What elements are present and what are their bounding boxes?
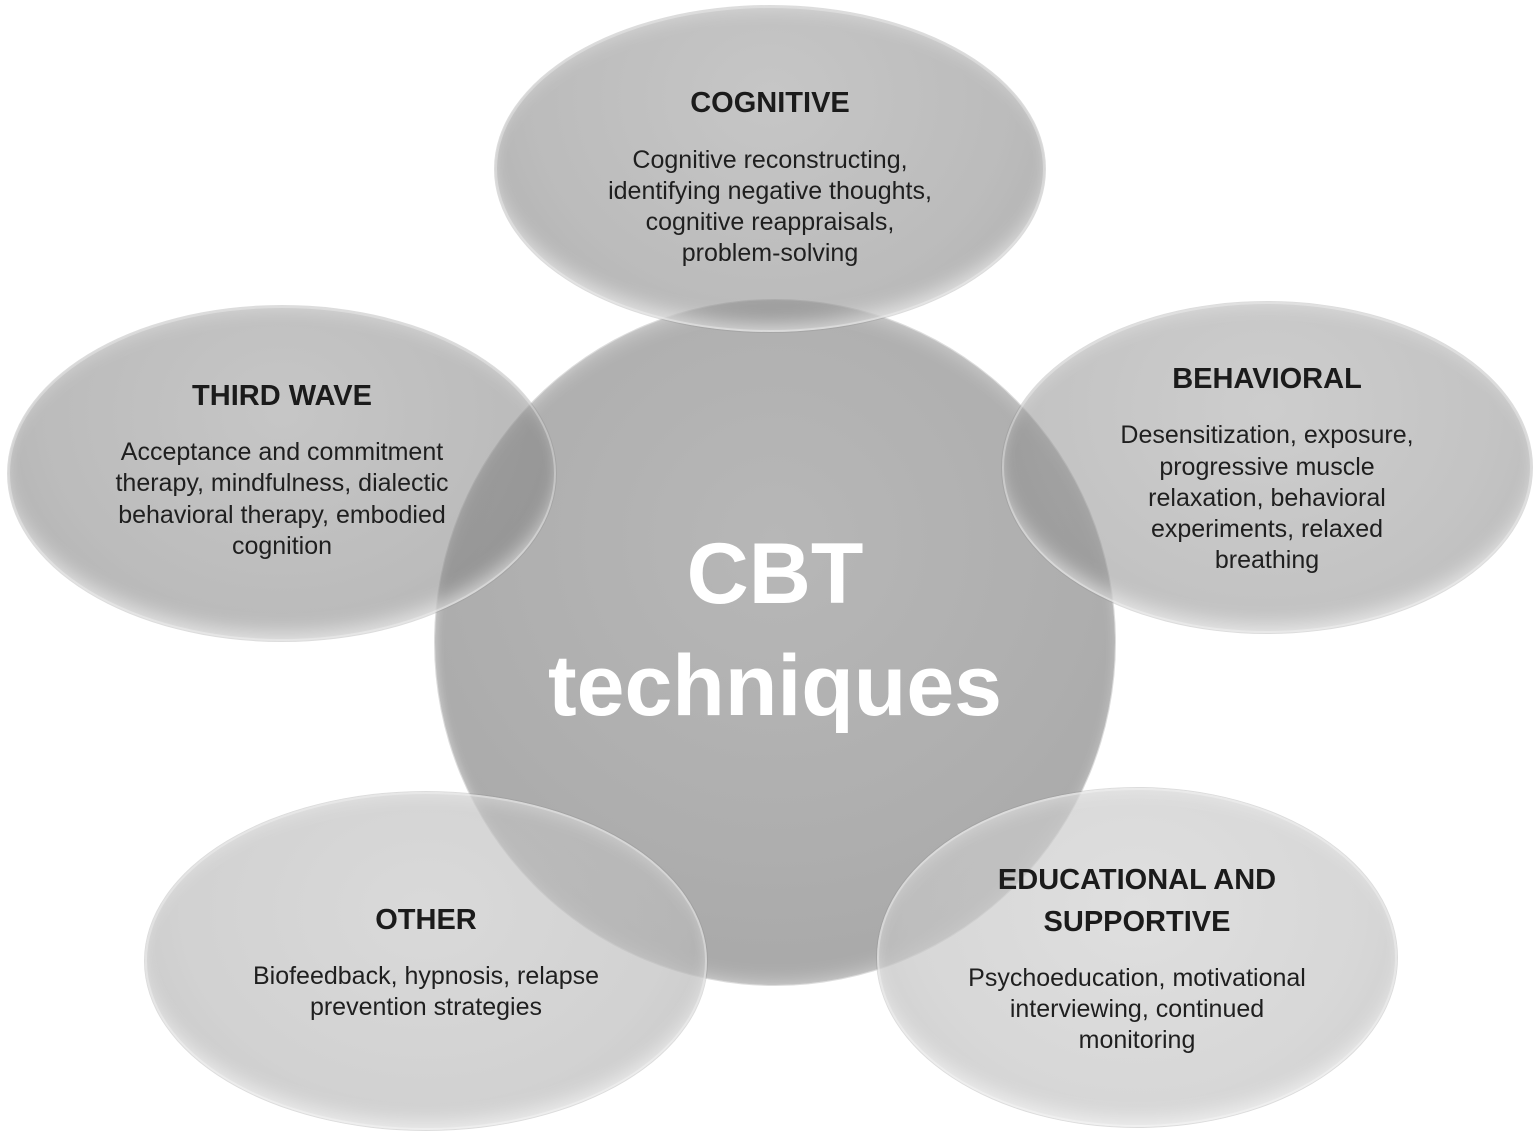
node-cognitive-body: Cognitive reconstructing, identifying ne… [608,145,932,268]
node-educational-supportive-body: Psychoeducation, motivational interviewi… [968,963,1306,1055]
node-third-wave: THIRD WAVE Acceptance and commitment the… [8,306,556,641]
node-behavioral-body: Desensitization, exposure, progressive m… [1120,421,1414,575]
node-educational-supportive-title: EDUCATIONAL AND SUPPORTIVE [997,863,1277,938]
node-cognitive-title: COGNITIVE [690,87,850,120]
node-other: OTHER Biofeedback, hypnosis, relapse pre… [145,792,707,1130]
node-third-wave-title: THIRD WAVE [192,379,372,412]
node-third-wave-body: Acceptance and commitment therapy, mindf… [115,438,449,560]
node-educational-supportive: EDUCATIONAL AND SUPPORTIVE Psychoeducati… [877,788,1397,1127]
center-title: CBT techniques [548,525,1002,734]
node-other-title: OTHER [375,903,477,936]
node-behavioral: BEHAVIORAL Desensitization, exposure, pr… [1002,302,1532,633]
node-behavioral-title: BEHAVIORAL [1172,363,1362,396]
node-other-body: Biofeedback, hypnosis, relapse preventio… [252,961,600,1022]
node-cognitive: COGNITIVE Cognitive reconstructing, iden… [495,6,1045,332]
